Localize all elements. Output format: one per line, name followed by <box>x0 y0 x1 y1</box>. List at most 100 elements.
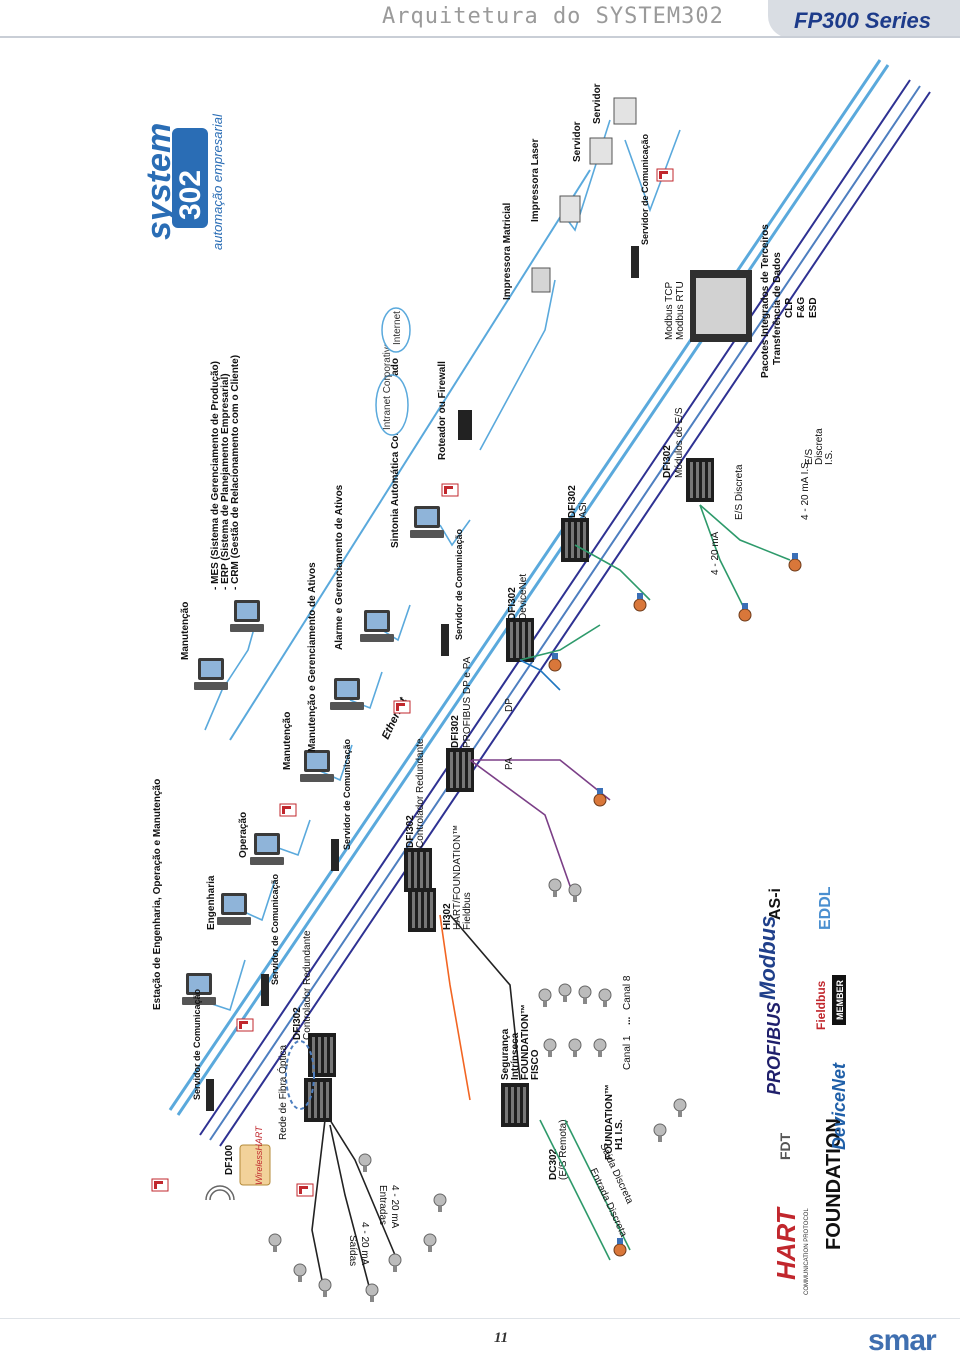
dfi-devicenet-rack[interactable] <box>506 618 534 662</box>
alarm-pc[interactable] <box>360 610 394 642</box>
fisco-device-2[interactable] <box>568 1038 582 1058</box>
field-device-5[interactable] <box>268 1233 282 1253</box>
hse-bus-2 <box>209 85 921 1141</box>
enterprise-pc[interactable] <box>230 600 264 632</box>
fisco-device-1[interactable] <box>543 1038 557 1058</box>
dfi-io-rack[interactable] <box>686 458 714 502</box>
hi302-rack[interactable] <box>408 888 436 932</box>
intranet-label: Intranet Corporativa <box>382 341 393 430</box>
io-valve-1[interactable] <box>738 602 752 622</box>
hse-bus-1 <box>199 79 911 1136</box>
label-manutencao-top: Manutenção <box>180 602 191 660</box>
modbus-logo: Modbus <box>755 916 780 1000</box>
hart-device-4[interactable] <box>598 988 612 1008</box>
field-device-1[interactable] <box>388 1253 402 1273</box>
ff-h1-label: FOUNDATION™ <box>604 1084 615 1160</box>
fieldbus-logo: FOUNDATION <box>823 1118 845 1250</box>
standards-logos: HART COMMUNICATION PROTOCOL FOUNDATION F… <box>755 886 849 1295</box>
dfi-redundant-2-sub: Controlador Redundante <box>415 738 426 848</box>
member-text: MEMBER <box>835 980 845 1020</box>
server-1-icon[interactable] <box>589 137 613 165</box>
top-maintenance-pc[interactable] <box>194 658 228 690</box>
canal-1-label: Canal 1 <box>622 1035 633 1070</box>
internet-label: Internet <box>392 311 403 345</box>
internet-cloud[interactable] <box>381 307 411 353</box>
modbus-rtu-label: Modbus RTU <box>675 281 686 340</box>
io-discreta-is-3: I.S. <box>824 450 835 465</box>
comm-server-4[interactable] <box>441 624 449 656</box>
hart-device-3[interactable] <box>578 985 592 1005</box>
hart-device-1[interactable] <box>538 988 552 1008</box>
df100-box[interactable] <box>239 1144 271 1186</box>
engineering-pc[interactable] <box>217 893 251 925</box>
page-header-title: Arquitetura do SYSTEM302 <box>382 4 724 29</box>
dp-label: DP <box>504 698 515 712</box>
field-devices <box>268 552 802 1303</box>
entradas-label: Entradas <box>377 1185 388 1225</box>
comm-server-3[interactable] <box>331 839 339 871</box>
field-device-6[interactable] <box>358 1153 372 1173</box>
router-icon[interactable] <box>458 410 472 440</box>
label-alarm: Alarme e Gerenciamento de Ativos <box>334 484 345 650</box>
pa-device-2[interactable] <box>568 883 582 903</box>
hi302-label: HI302 <box>442 903 453 930</box>
dfi-devicenet-label: DFI302 <box>507 587 518 620</box>
printer-laser-icon[interactable] <box>559 195 581 223</box>
brand-system-word: system <box>140 123 178 240</box>
member-badge <box>832 975 846 1025</box>
hart-logo-sub: COMMUNICATION PROTOCOL <box>804 1208 810 1295</box>
ff-badge-5 <box>656 168 674 182</box>
ff-badge-7 <box>151 1178 169 1192</box>
printer-matrix-icon[interactable] <box>531 267 551 293</box>
field-device-2[interactable] <box>365 1283 379 1303</box>
dfi-asi-rack[interactable] <box>561 518 589 562</box>
ff-badge-1 <box>236 1018 254 1032</box>
controller-labels: DFI302 Controlador Redundante DFI302 Con… <box>292 407 685 1180</box>
comm-server-2[interactable] <box>261 974 269 1006</box>
df100-wireless: DF100 WirelessHART <box>205 1125 271 1201</box>
dfi-redundant-3[interactable] <box>404 848 432 892</box>
maintenance-pc[interactable] <box>300 750 334 782</box>
pa-device-1[interactable] <box>548 878 562 898</box>
fiber-link: Rede de Fibra Óptica <box>276 1040 315 1140</box>
io-valve-2[interactable] <box>788 552 802 572</box>
fisco-rack[interactable] <box>501 1083 529 1127</box>
operation-pc[interactable] <box>250 833 284 865</box>
dfi-redundant-2-label: DFI302 <box>405 815 416 848</box>
ff-h1-device-2[interactable] <box>673 1098 687 1118</box>
third-party-title: Pacotes Integrados de Terceiros <box>760 224 771 378</box>
hart-device-2[interactable] <box>558 983 572 1003</box>
canal-ellipsis: ... <box>622 1016 633 1025</box>
advanced-control-pc[interactable] <box>410 506 444 538</box>
comm-server-3-label: Servidor de Comunicação <box>342 738 352 850</box>
comm-server-5[interactable] <box>631 246 639 278</box>
field-device-7[interactable] <box>423 1233 437 1253</box>
asi-valve-1[interactable] <box>633 592 647 612</box>
fiber-label: Rede de Fibra Óptica <box>276 1045 289 1140</box>
hi302-sub2: Fieldbus <box>462 892 473 930</box>
pa-label: PA <box>504 757 515 770</box>
ff-h1-device-1[interactable] <box>653 1123 667 1143</box>
fisco-label-1: Segurança <box>500 1028 511 1080</box>
brand-tagline: automação empresarial <box>210 113 225 250</box>
fisco-label-4: FISCO <box>530 1049 541 1080</box>
dfi-redundant-1[interactable] <box>304 1078 332 1122</box>
label-maintenance: Manutenção <box>282 712 293 770</box>
asi-logo: AS-i <box>767 888 784 920</box>
asset-management-pc[interactable] <box>330 678 364 710</box>
fiber-loop <box>285 1040 315 1110</box>
comm-server-1[interactable] <box>206 1079 214 1111</box>
fisco-label-3: FOUNDATION™ <box>520 1004 531 1080</box>
dp-valve-1[interactable] <box>593 787 607 807</box>
field-device-4[interactable] <box>293 1263 307 1283</box>
smar-logo: smar <box>868 1324 937 1357</box>
label-engineering: Engenharia <box>206 875 217 930</box>
intranet-cloud[interactable] <box>375 374 409 436</box>
field-device-8[interactable] <box>433 1193 447 1213</box>
field-device-3[interactable] <box>318 1278 332 1298</box>
server-2-icon[interactable] <box>613 97 637 125</box>
dfi-profibus-rack[interactable] <box>446 748 474 792</box>
printer-laser-label: Impressora Laser <box>530 139 541 222</box>
fisco-device-3[interactable] <box>593 1038 607 1058</box>
discrete-valve-1[interactable] <box>613 1237 627 1257</box>
